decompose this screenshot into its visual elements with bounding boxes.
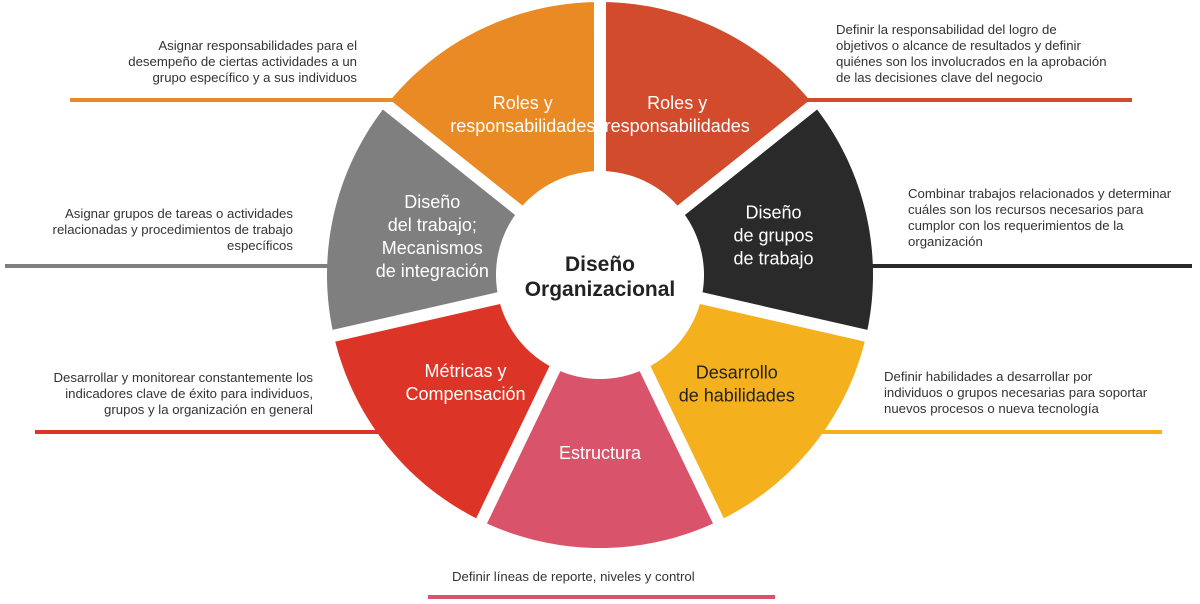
segment-metricas bbox=[335, 303, 550, 519]
segment-label-estructura: Estructura bbox=[559, 443, 642, 463]
description-line: grupo específico y a sus individuos bbox=[152, 70, 357, 85]
segment-label-line: responsabilidades bbox=[605, 116, 750, 136]
segment-grupos bbox=[684, 109, 873, 330]
segment-label-diseno-trabajo: Diseño del trabajo; Mecanismos de integraci… bbox=[376, 192, 489, 281]
segment-label-line: de integración bbox=[376, 261, 489, 281]
segment-label-line: Roles y bbox=[647, 93, 707, 113]
description-line: Asignar responsabilidades para el bbox=[158, 38, 357, 53]
description-line: Desarrollar y monitorear constantemente … bbox=[53, 370, 313, 385]
segment-label-line: Diseño bbox=[745, 202, 801, 222]
segment-label-line: Mecanismos bbox=[382, 238, 483, 258]
segment-label-line: de trabajo bbox=[733, 248, 813, 268]
segment-label-roles-right: Roles y responsabilidades bbox=[605, 93, 750, 136]
segment-label-line: de grupos bbox=[733, 225, 813, 245]
segment-label-line: Estructura bbox=[559, 443, 642, 463]
description-line: organización bbox=[908, 234, 983, 249]
description-metricas: Desarrollar y monitorear constantemente … bbox=[54, 370, 313, 418]
segment-label-line: Métricas y bbox=[424, 361, 506, 381]
description-line: específicos bbox=[227, 238, 293, 253]
segment-label-grupos: Diseño de grupos de trabajo bbox=[733, 202, 813, 268]
segment-label-line: Roles y bbox=[493, 93, 553, 113]
center-title-line: Organizacional bbox=[525, 278, 676, 301]
description-estructura: Definir líneas de reporte, niveles y con… bbox=[452, 569, 695, 585]
center-hole bbox=[498, 173, 702, 377]
description-line: relacionadas y procedimientos de trabajo bbox=[52, 222, 293, 237]
description-line: desempeño de ciertas actividades a un bbox=[128, 54, 357, 69]
description-line: Definir líneas de reporte, niveles y con… bbox=[452, 569, 695, 584]
description-line: cumplor con los requerimientos de la bbox=[908, 218, 1124, 233]
segment-roles-right bbox=[606, 2, 810, 206]
description-line: nuevos procesos o nueva tecnología bbox=[884, 401, 1099, 416]
description-line: individuos o grupos necesarias para sopo… bbox=[884, 385, 1148, 400]
description-line: quiénes son los involucrados en la aprob… bbox=[836, 54, 1107, 69]
description-line: grupos y la organización en general bbox=[104, 402, 313, 417]
description-line: Asignar grupos de tareas o actividades bbox=[65, 206, 293, 221]
segment-label-line: Desarrollo bbox=[696, 363, 778, 383]
center-title-line: Diseño bbox=[565, 253, 635, 276]
segment-label-line: Compensación bbox=[405, 384, 525, 404]
segment-label-habilidades: Desarrollo de habilidades bbox=[679, 363, 795, 406]
segment-habilidades bbox=[650, 303, 865, 519]
description-line: Combinar trabajos relacionados y determi… bbox=[908, 186, 1172, 201]
segment-label-line: responsabilidades bbox=[450, 116, 595, 136]
segment-diseno-trabajo bbox=[327, 109, 516, 330]
description-line: indicadores clave de éxito para individu… bbox=[65, 386, 313, 401]
segment-label-metricas: Métricas y Compensación bbox=[405, 361, 525, 404]
description-line: cuáles son los recursos necesarios para bbox=[908, 202, 1144, 217]
description-line: Definir habilidades a desarrollar por bbox=[884, 369, 1093, 384]
description-line: objetivos o alcance de resultados y defi… bbox=[836, 38, 1081, 53]
segment-label-line: del trabajo; bbox=[388, 215, 477, 235]
segment-label-roles-left: Roles y responsabilidades bbox=[450, 93, 595, 136]
segment-roles-left bbox=[390, 2, 594, 206]
description-line: de las decisiones clave del negocio bbox=[836, 70, 1043, 85]
description-grupos: Combinar trabajos relacionados y determi… bbox=[908, 186, 1171, 250]
segment-label-line: Diseño bbox=[404, 192, 460, 212]
description-line: Definir la responsabilidad del logro de bbox=[836, 22, 1057, 37]
segment-estructura bbox=[486, 371, 713, 548]
segment-label-line: de habilidades bbox=[679, 386, 795, 406]
